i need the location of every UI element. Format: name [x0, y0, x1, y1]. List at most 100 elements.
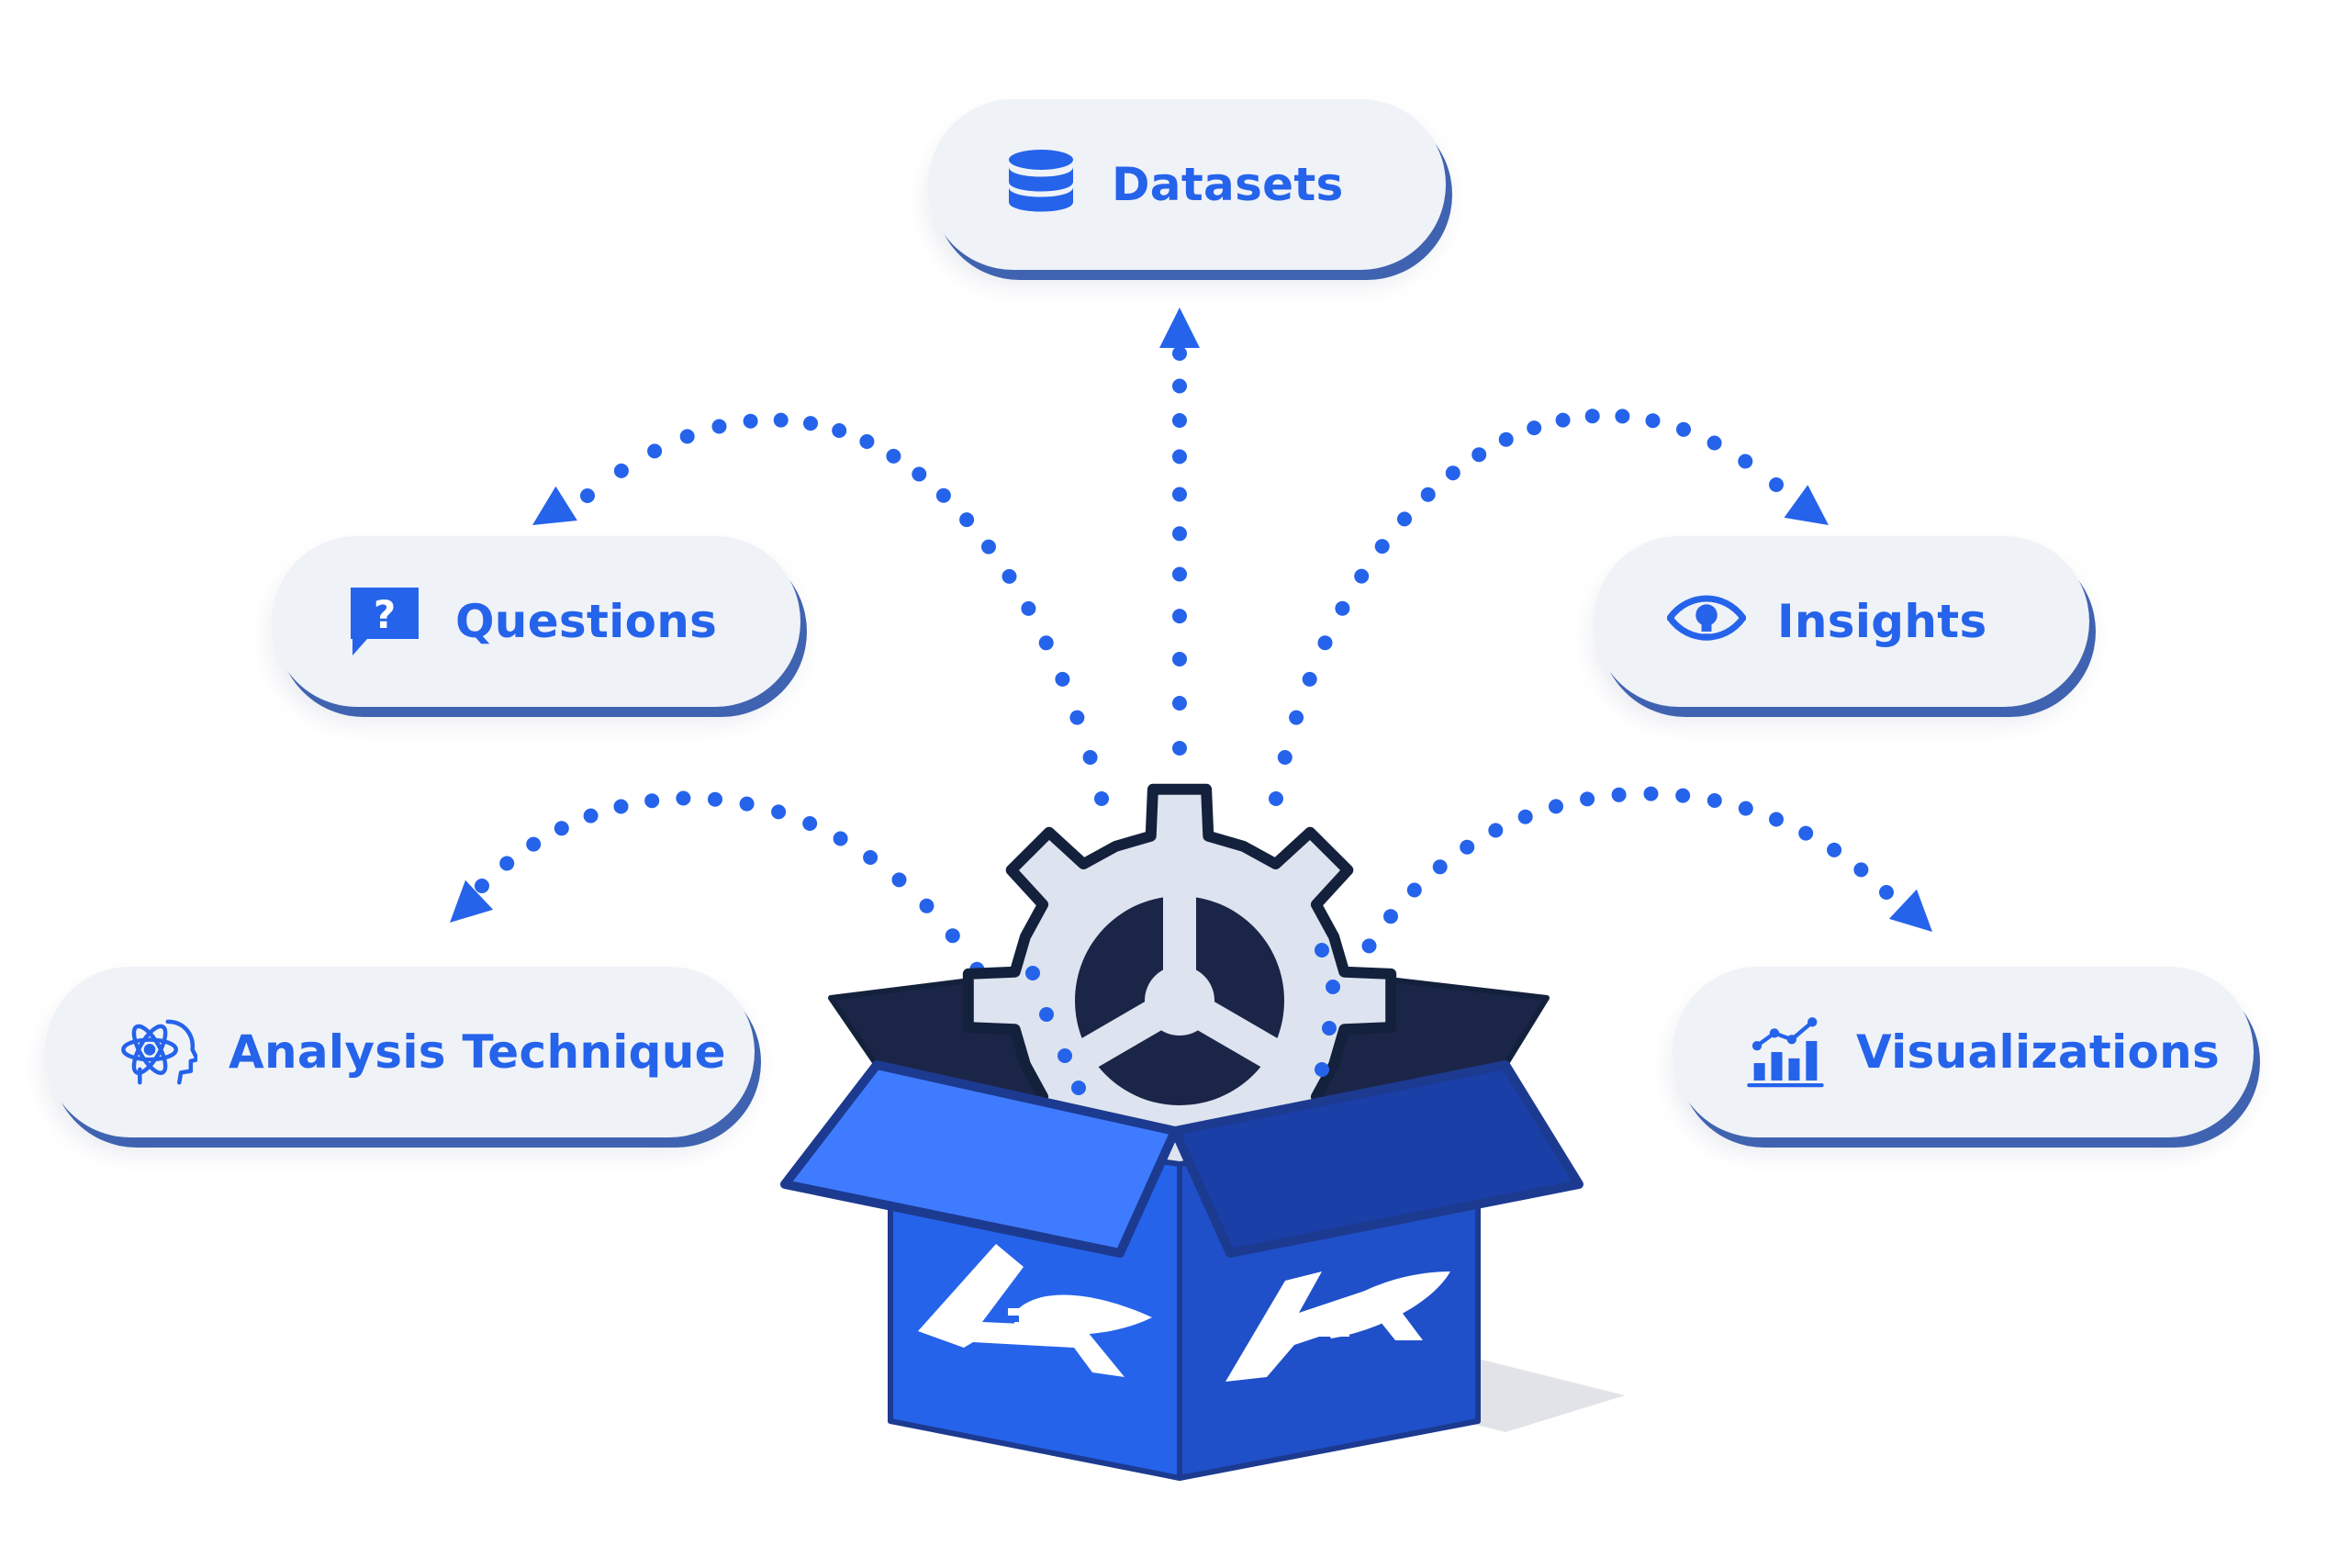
connector-dot	[1317, 635, 1333, 651]
node-label: Visualizations	[1856, 1025, 2221, 1079]
connector-dot	[1172, 346, 1187, 361]
connector-dot	[1707, 435, 1722, 451]
arrowhead-icon	[1159, 308, 1200, 348]
connector-dot	[1769, 477, 1784, 492]
connector-dot	[499, 856, 515, 871]
connector-dot	[1021, 600, 1036, 616]
connector-dot	[1002, 568, 1017, 584]
connector-dot	[711, 419, 727, 434]
connector-dot	[1676, 421, 1691, 437]
connector-dot	[1406, 882, 1422, 898]
connector-dot	[1374, 539, 1390, 554]
node-questions[interactable]: ? Questions	[272, 536, 800, 707]
connector-dot	[1383, 909, 1398, 924]
connector-dot	[647, 443, 663, 459]
connector-dot	[1361, 938, 1377, 954]
eye-bulb-icon	[1667, 582, 1746, 661]
connector-dot	[679, 429, 695, 444]
connector-dot	[1472, 447, 1487, 463]
connector-dot	[1172, 696, 1187, 711]
connector-dot	[1517, 809, 1533, 824]
connector-dot	[708, 791, 722, 807]
connector-dot	[1798, 825, 1814, 841]
connector-dot	[832, 423, 847, 438]
connector-dot	[1094, 791, 1109, 806]
connector-dot	[1420, 487, 1436, 502]
connector-dot	[935, 487, 951, 503]
connector-dot	[891, 872, 907, 888]
connector-dot	[833, 831, 848, 846]
connector-dot	[981, 539, 996, 554]
connector-dot	[863, 850, 878, 865]
connector-dot	[912, 466, 927, 482]
connector-dot	[1488, 823, 1504, 838]
connector-dot	[1879, 885, 1894, 900]
connector-dot	[554, 821, 569, 836]
connector-dot	[1584, 409, 1600, 424]
connector-dot	[1549, 799, 1563, 814]
connector-dot	[1172, 741, 1187, 756]
connector-dot	[1172, 449, 1187, 465]
connector-dot	[773, 412, 789, 428]
connector-dot	[676, 790, 691, 806]
connector-dot	[1277, 750, 1292, 765]
connector-dot	[1615, 409, 1630, 424]
node-label: Insights	[1777, 595, 1987, 648]
connector-dot	[1354, 568, 1370, 584]
connector-dot	[1643, 786, 1659, 801]
database-icon	[1002, 145, 1080, 224]
node-analysis-technique[interactable]: Analysis Technique	[45, 967, 755, 1137]
connector-dot	[959, 512, 975, 528]
connector-dot	[1498, 431, 1514, 447]
connector-dot	[1645, 413, 1661, 429]
connector-dot	[1172, 526, 1187, 542]
connector-dot	[1827, 842, 1842, 857]
node-label: Datasets	[1112, 158, 1344, 211]
connector-dot	[1445, 465, 1460, 481]
connector-dot	[613, 463, 629, 478]
connector-dot	[1611, 787, 1627, 802]
node-datasets[interactable]: Datasets	[928, 99, 1446, 270]
connector-dot	[1269, 791, 1283, 806]
connector-dot	[1172, 413, 1187, 428]
arrowhead-icon	[532, 486, 577, 525]
connector-dot	[1432, 859, 1448, 875]
bar-chart-trend-icon	[1746, 1013, 1825, 1092]
connector-dot	[771, 804, 787, 820]
arrowhead-icon	[1888, 889, 1932, 932]
connector-dot	[644, 793, 660, 809]
connector-dot	[1460, 839, 1475, 855]
connector-dot	[526, 836, 542, 852]
connector-dot	[743, 413, 758, 429]
connector-insights	[1269, 409, 1829, 806]
arrowhead-icon	[450, 879, 494, 923]
connector-dot	[1527, 420, 1542, 436]
connector-dot	[475, 879, 489, 893]
node-visualizations[interactable]: Visualizations	[1673, 967, 2254, 1137]
rocket-a-logo-icon	[1225, 1271, 1450, 1382]
rocket-a-logo-icon	[918, 1244, 1152, 1377]
connector-dot	[945, 928, 960, 944]
connector-dot	[1172, 566, 1187, 582]
connector-dot	[1038, 635, 1054, 651]
connector-dot	[1853, 862, 1869, 878]
connector-dot	[739, 796, 755, 812]
connector-questions	[532, 412, 1109, 806]
connector-dot	[1172, 487, 1187, 502]
connector-datasets	[1159, 308, 1200, 756]
question-bubble-icon: ?	[345, 582, 424, 661]
connector-dot	[1769, 812, 1784, 827]
connector-dot	[1069, 710, 1085, 725]
connector-dot	[1335, 600, 1350, 616]
node-insights[interactable]: Insights	[1594, 536, 2089, 707]
connector-dot	[1302, 671, 1317, 687]
connector-dot	[1082, 750, 1098, 765]
connector-dot	[1555, 412, 1571, 428]
connector-dot	[583, 808, 599, 823]
connector-dot	[1397, 511, 1412, 527]
connector-dot	[1289, 710, 1304, 725]
connector-dot	[1055, 671, 1070, 687]
connector-dot	[1738, 801, 1753, 816]
